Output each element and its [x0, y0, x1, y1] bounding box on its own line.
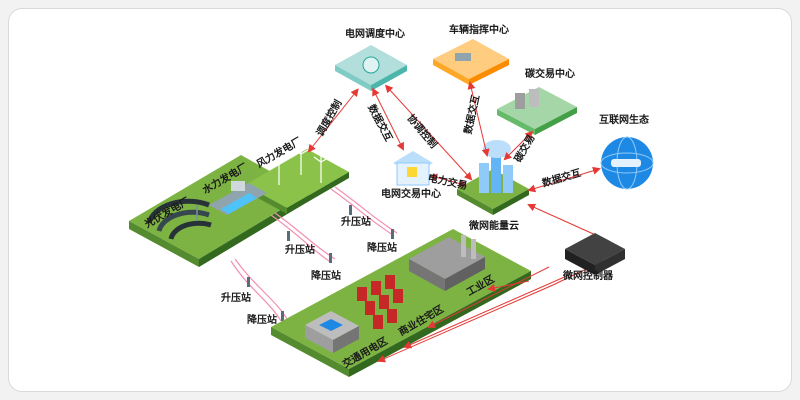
vehicle-command-center-icon [433, 39, 509, 85]
step-down-station-label-3: 降压站 [247, 315, 277, 326]
energy-cloud-icon [457, 140, 529, 215]
step-up-station-label-2: 升压站 [285, 245, 315, 256]
info-arrows [307, 81, 601, 193]
vehicle-command-center-label: 车辆指挥中心 [449, 25, 509, 36]
diagram-canvas [129, 39, 654, 377]
carbon-trading-center-label: 碳交易中心 [525, 69, 575, 80]
carbon-trading-center-icon [497, 87, 577, 135]
hydro-dam-icon [209, 181, 267, 215]
step-up-station-label-1: 升压站 [341, 217, 371, 228]
energy-cloud-label: 微网能量云 [469, 221, 519, 232]
internet-globe-icon [600, 136, 654, 190]
step-down-station-label-2: 降压站 [311, 271, 341, 282]
industrial-buildings-icon [409, 235, 485, 291]
grid-dispatch-center-icon [335, 45, 407, 91]
grid-trading-center-label: 电网交易中心 [381, 189, 441, 200]
microgrid-controller-icon [565, 233, 625, 275]
grid-dispatch-center-label: 电网调度中心 [345, 29, 405, 40]
residential-buildings-icon [357, 275, 403, 329]
microgrid-controller-label: 微网控制器 [563, 271, 613, 282]
diagram-frame: 电网调度中心 车辆指挥中心 碳交易中心 互联网生态 电网交易中心 微网能量云 微… [8, 8, 792, 392]
solar-field-icon [146, 198, 212, 240]
step-down-station-label-1: 降压站 [367, 243, 397, 254]
step-up-station-label-3: 升压站 [221, 293, 251, 304]
transmission-towers [247, 205, 394, 321]
transport-building-icon [305, 311, 359, 353]
wind-turbine-icon [271, 146, 329, 185]
internet-ecosystem-label: 互联网生态 [599, 115, 649, 126]
